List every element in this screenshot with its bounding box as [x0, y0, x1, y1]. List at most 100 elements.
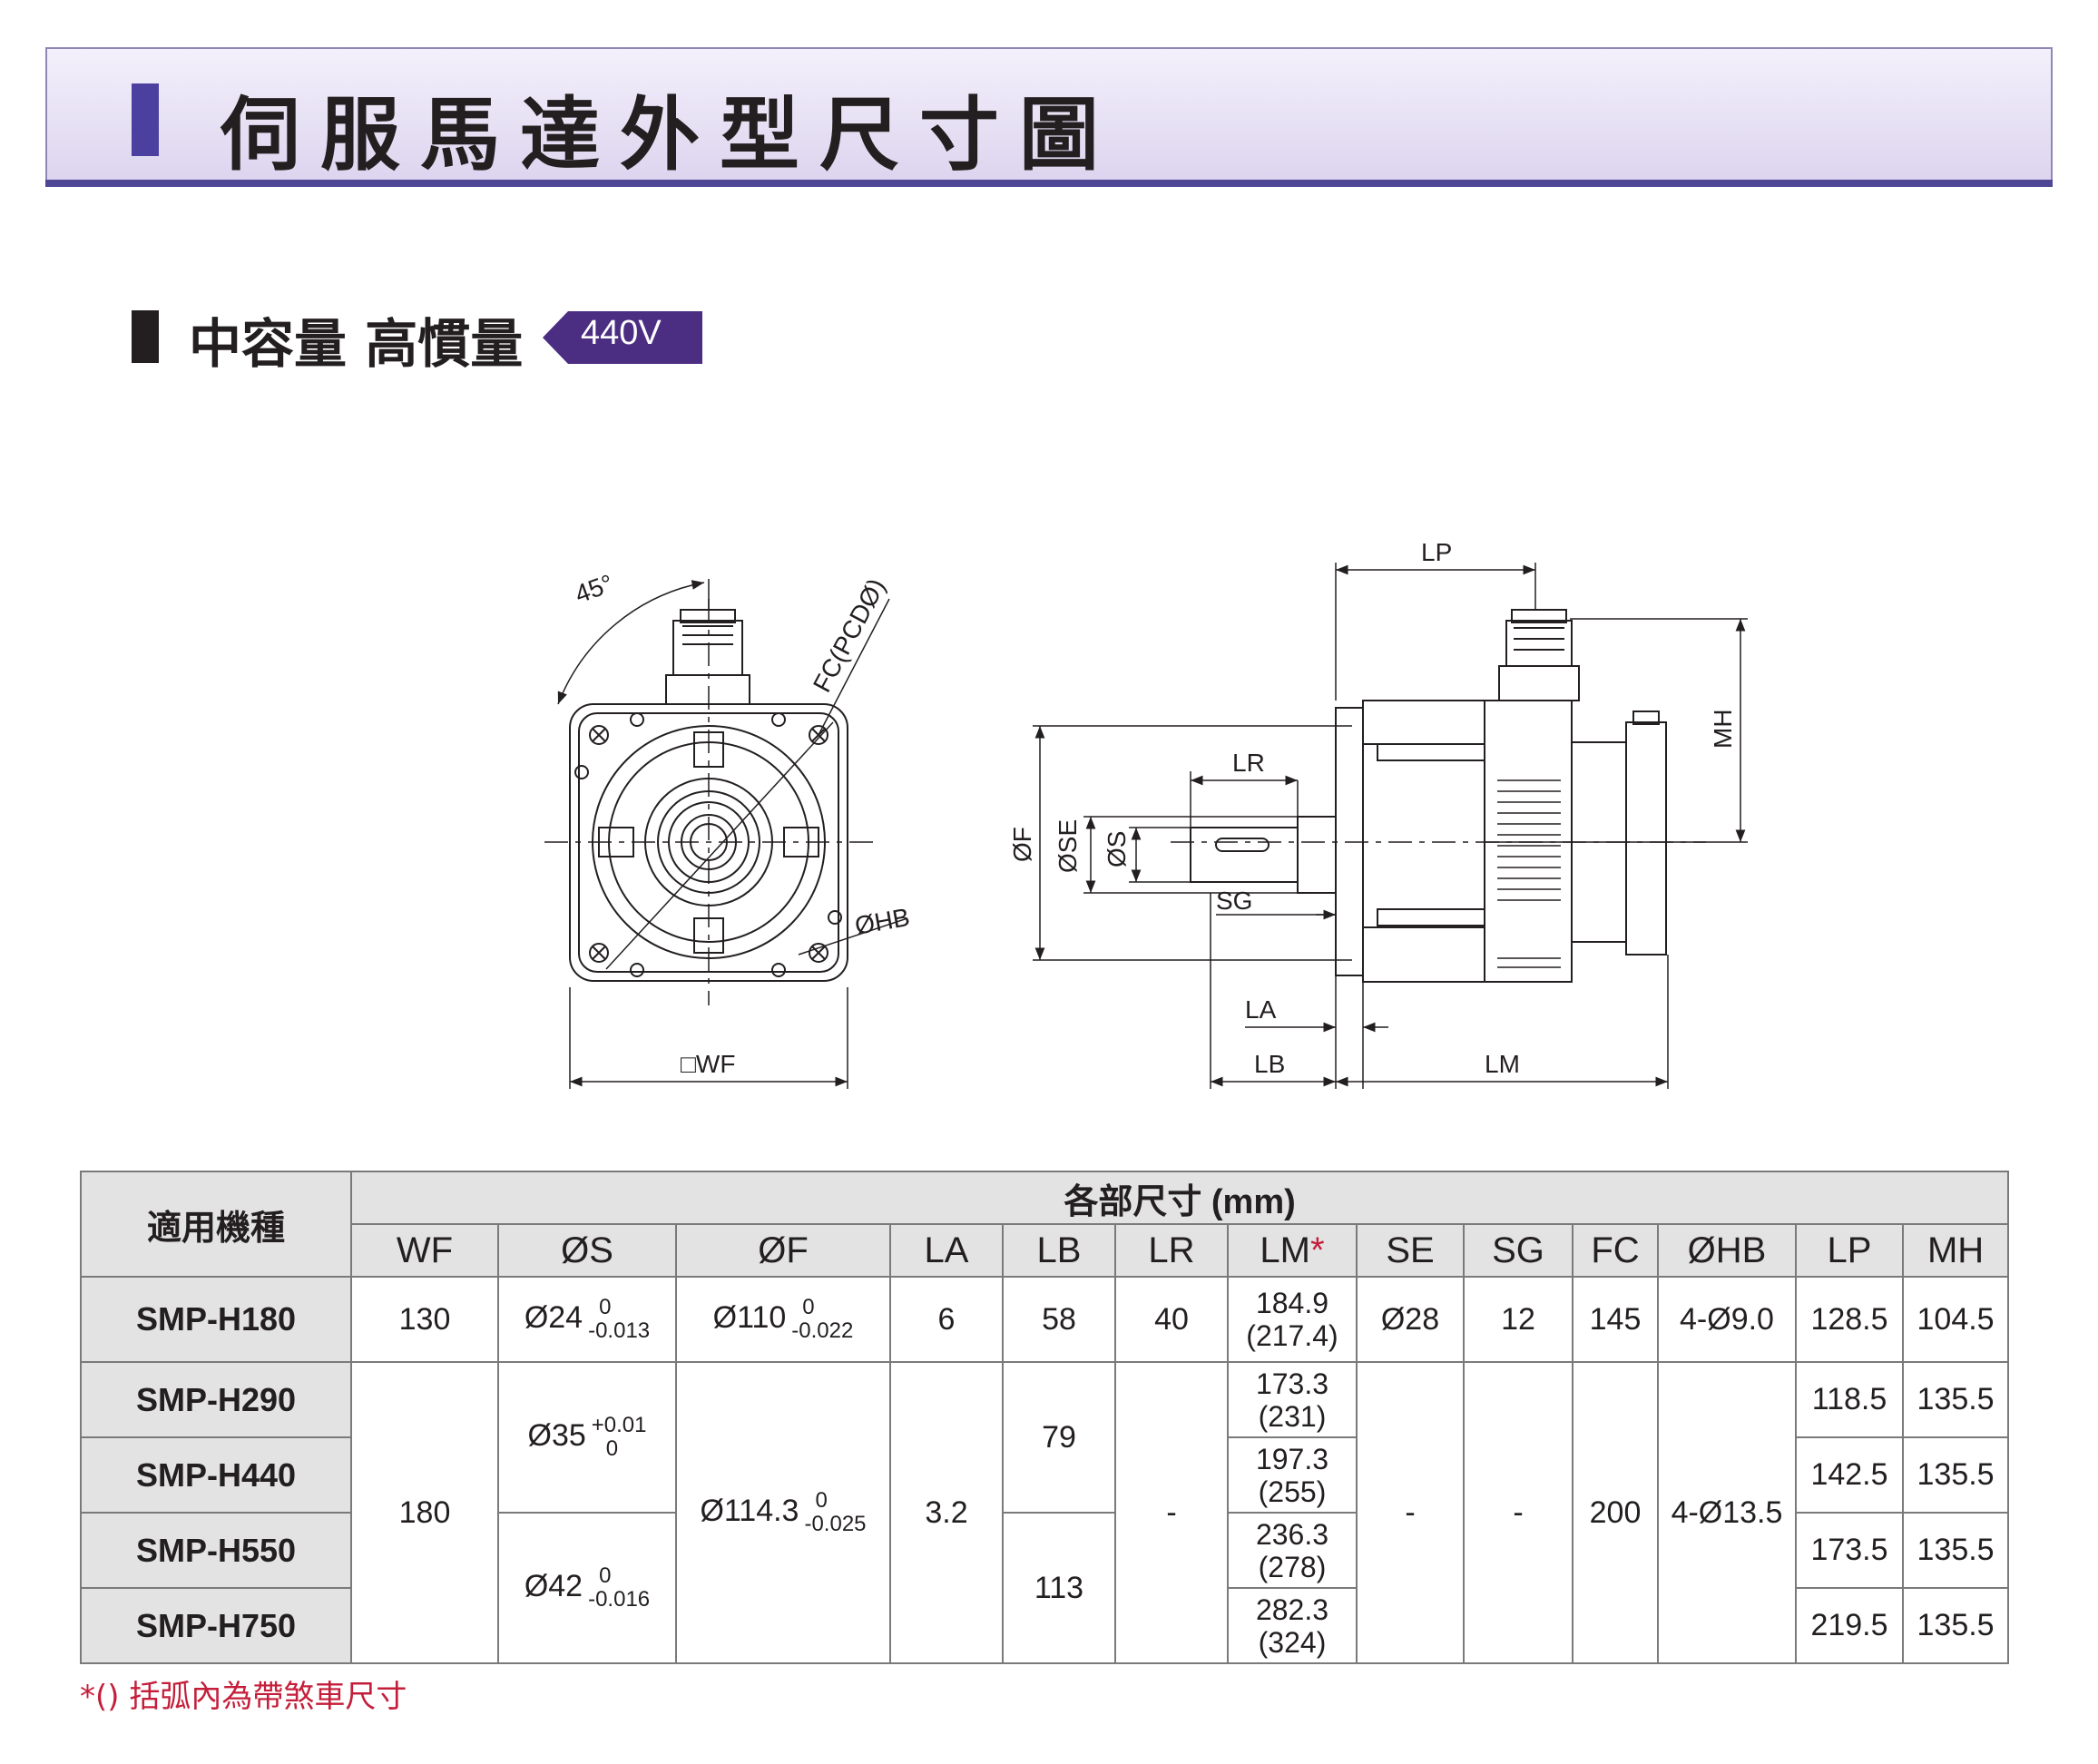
lm-cell: 282.3(324) — [1227, 1587, 1358, 1664]
model-cell: SMP-H290 — [80, 1361, 352, 1438]
wf-cell: 130 — [350, 1276, 499, 1363]
s-tol-upper: 0 — [599, 1295, 612, 1319]
lm-value: 236.3 — [1255, 1517, 1329, 1551]
mh-cell: 135.5 — [1901, 1587, 2010, 1664]
lm-brake-value: (217.4) — [1246, 1319, 1338, 1352]
lm-brake-value: (255) — [1258, 1475, 1327, 1508]
lm-value: 184.9 — [1255, 1287, 1329, 1319]
title-accent-bar — [132, 83, 159, 156]
f-tol-lower: -0.022 — [791, 1318, 854, 1343]
lb-cell: 58 — [1002, 1276, 1116, 1363]
mh-cell: 135.5 — [1901, 1512, 2010, 1589]
lb-cell: 79 — [1002, 1361, 1116, 1514]
lb-cell: 113 — [1002, 1512, 1116, 1664]
lm-value: 282.3 — [1255, 1592, 1329, 1626]
lm-cell: 236.3(278) — [1227, 1512, 1358, 1589]
f-tolerance: 0-0.025 — [804, 1489, 866, 1536]
hb-cell: 4-Ø9.0 — [1657, 1276, 1797, 1363]
lp-cell: 219.5 — [1795, 1587, 1904, 1664]
lp-cell: 128.5 — [1795, 1276, 1904, 1363]
fc-cell: 200 — [1572, 1361, 1659, 1664]
voltage-badge — [543, 311, 702, 364]
s-tol-upper: 0 — [599, 1563, 612, 1588]
col-header: SE — [1356, 1223, 1465, 1278]
s-tol-lower: 0 — [605, 1436, 619, 1461]
voltage-label: 440V — [581, 314, 662, 352]
la-cell: 6 — [889, 1276, 1004, 1363]
model-cell: SMP-H180 — [80, 1276, 352, 1363]
lr-label: LR — [1232, 749, 1265, 777]
cooling-fins — [1497, 779, 1561, 968]
lm-brake-value: (324) — [1258, 1625, 1327, 1659]
f-tol-lower: -0.025 — [804, 1512, 867, 1536]
mh-cell: 135.5 — [1901, 1361, 2010, 1438]
f-value: Ø110 — [712, 1299, 787, 1335]
os-label: ØS — [1103, 831, 1131, 867]
f-tolerance: 0-0.022 — [791, 1296, 853, 1343]
col-header: SG — [1463, 1223, 1574, 1278]
lp-cell: 173.5 — [1795, 1512, 1904, 1589]
title-banner-rule — [45, 180, 2053, 187]
lm-cell: 184.9(217.4) — [1227, 1276, 1358, 1363]
model-cell: SMP-H440 — [80, 1436, 352, 1514]
title-banner — [45, 47, 2053, 181]
mounting-holes — [574, 712, 842, 977]
col-header: ØF — [675, 1223, 891, 1278]
col-header: LA — [889, 1223, 1004, 1278]
s-value: Ø35 — [527, 1417, 586, 1453]
angle-label: 45° — [571, 569, 616, 609]
se-cell: - — [1356, 1361, 1465, 1664]
f-value: Ø114.3 — [700, 1493, 799, 1528]
f-tol-upper: 0 — [815, 1488, 828, 1513]
model-cell: SMP-H750 — [80, 1587, 352, 1664]
lp-label: LP — [1421, 538, 1452, 566]
of-label: ØF — [1008, 827, 1036, 862]
col-header-lm: LM* — [1227, 1223, 1358, 1278]
model-cell: SMP-H550 — [80, 1512, 352, 1589]
table-row: SMP-H550 Ø42 0-0.016 113 236.3(278) 173.5… — [80, 1512, 2010, 1664]
ose-label: ØSE — [1054, 819, 1082, 873]
lp-cell: 142.5 — [1795, 1436, 1904, 1514]
lr-cell: - — [1114, 1361, 1229, 1664]
lm-value: 197.3 — [1255, 1442, 1329, 1475]
section-title: 中容量 高慣量 — [189, 313, 524, 375]
side-view: LP MH LR ØF ØSE ØS SG LA — [1008, 538, 1748, 1089]
fc-label: FC(PCDØ) — [808, 573, 891, 696]
lm-cell: 197.3(255) — [1227, 1436, 1358, 1514]
s-tol-lower: -0.013 — [588, 1318, 651, 1343]
model-header: 適用機種 — [80, 1171, 352, 1278]
brake-footnote: *() 括弧內為帶煞車尺寸 — [80, 1679, 407, 1715]
col-header: WF — [350, 1223, 499, 1278]
col-header: LB — [1002, 1223, 1116, 1278]
col-header: LP — [1795, 1223, 1904, 1278]
table-row: SMP-H750 282.3(324) 219.5 135.5 — [80, 1587, 2010, 1664]
lm-value: 173.3 — [1255, 1367, 1329, 1400]
s-value: Ø24 — [524, 1299, 583, 1335]
s-cell: Ø42 0-0.016 — [497, 1512, 677, 1664]
col-header: ØHB — [1657, 1223, 1797, 1278]
se-cell: Ø28 — [1356, 1276, 1465, 1363]
lm-cell: 173.3(231) — [1227, 1361, 1358, 1438]
s-value: Ø42 — [524, 1568, 583, 1603]
la-cell: 3.2 — [889, 1361, 1004, 1664]
col-header: ØS — [497, 1223, 677, 1278]
s-cell: Ø24 0-0.013 — [497, 1276, 677, 1363]
col-header: LR — [1114, 1223, 1229, 1278]
fc-cell: 145 — [1572, 1276, 1659, 1363]
lr-cell: 40 — [1114, 1276, 1229, 1363]
s-tol-lower: -0.016 — [588, 1587, 651, 1612]
hb-cell: 4-Ø13.5 — [1657, 1361, 1797, 1664]
sg-label: SG — [1216, 887, 1252, 915]
wf-label: □WF — [681, 1050, 735, 1078]
col-header: FC — [1572, 1223, 1659, 1278]
mh-cell: 135.5 — [1901, 1436, 2010, 1514]
col-header-lm-text: LM — [1260, 1230, 1310, 1270]
dimension-table: 適用機種 各部尺寸 (mm) WF ØS ØF LA LB LR LM* SE … — [80, 1171, 2010, 1664]
lm-brake-value: (231) — [1258, 1399, 1327, 1433]
f-tol-upper: 0 — [802, 1295, 815, 1319]
